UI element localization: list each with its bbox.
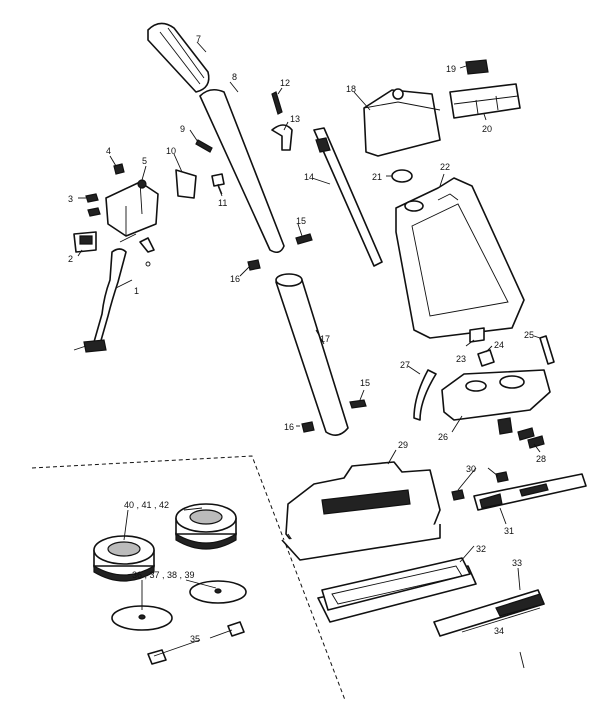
part-16-screw-upper bbox=[247, 259, 261, 271]
callout-12: 12 bbox=[280, 78, 290, 88]
part-17-lower-handle bbox=[275, 273, 349, 436]
part-16-screw-lower bbox=[301, 421, 315, 433]
callout-9: 9 bbox=[180, 124, 185, 134]
callout-28: 28 bbox=[536, 454, 546, 464]
callout-8: 8 bbox=[232, 72, 237, 82]
callout-22: 22 bbox=[440, 162, 450, 172]
callout-32: 32 bbox=[476, 544, 486, 554]
part-14-rod bbox=[313, 127, 383, 267]
brush-kit-boundary bbox=[31, 455, 346, 701]
callout-25: 25 bbox=[524, 330, 534, 340]
part-9-screw bbox=[195, 139, 213, 153]
callout-16-upper: 16 bbox=[230, 274, 240, 284]
callout-20: 20 bbox=[482, 124, 492, 134]
callout-10: 10 bbox=[166, 146, 176, 156]
callout-31: 31 bbox=[504, 526, 514, 536]
part-26-pump-housing bbox=[441, 369, 551, 435]
callout-29: 29 bbox=[398, 440, 408, 450]
callout-33: 33 bbox=[512, 558, 522, 568]
part-22-solution-tank bbox=[395, 177, 525, 339]
part-13-clip bbox=[271, 124, 293, 151]
callout-36-39: 36 , 37 , 38 , 39 bbox=[132, 570, 195, 580]
callout-19: 19 bbox=[446, 64, 456, 74]
part-40-brush-left bbox=[93, 535, 155, 582]
leader-lines bbox=[77, 65, 541, 669]
part-6-strain-relief bbox=[139, 237, 155, 267]
callout-30: 30 bbox=[466, 464, 476, 474]
callout-1: 1 bbox=[134, 286, 139, 296]
part-33-nozzle bbox=[433, 589, 545, 637]
part-10-bracket-plate bbox=[175, 169, 197, 199]
callout-18: 18 bbox=[346, 84, 356, 94]
part-18-tank-lid bbox=[363, 88, 441, 157]
part-31-trim-strip bbox=[473, 473, 587, 511]
part-15-screw-upper bbox=[295, 233, 313, 245]
part-19-label bbox=[465, 59, 489, 75]
callout-17: 17 bbox=[320, 334, 330, 344]
callout-35: 35 bbox=[190, 634, 200, 644]
callout-24: 24 bbox=[494, 340, 504, 350]
part-29-base-housing bbox=[281, 461, 441, 561]
callout-4: 4 bbox=[106, 146, 111, 156]
callout-11: 11 bbox=[218, 198, 227, 208]
part-24-valve bbox=[477, 349, 495, 367]
part-32-tray bbox=[317, 557, 477, 623]
part-1-power-cord bbox=[73, 233, 137, 353]
part-20-nameplate bbox=[449, 83, 521, 119]
part-37-pad-right bbox=[189, 580, 247, 604]
part-27-hose bbox=[413, 369, 437, 421]
callout-2: 2 bbox=[68, 254, 73, 264]
part-2-switch bbox=[73, 231, 97, 253]
part-11-nut bbox=[211, 173, 225, 197]
callout-21: 21 bbox=[372, 172, 382, 182]
callout-15-lower: 15 bbox=[360, 378, 370, 388]
part-3-screws bbox=[85, 193, 101, 217]
callout-16-lower: 16 bbox=[284, 422, 294, 432]
callout-5: 5 bbox=[142, 156, 147, 166]
part-30-screws bbox=[451, 471, 509, 501]
callout-labels: 1 2 3 4 5 7 8 9 10 11 12 13 14 15 15 16 … bbox=[68, 34, 546, 644]
callout-15-upper: 15 bbox=[296, 216, 306, 226]
callout-27: 27 bbox=[400, 360, 410, 370]
part-12-pin bbox=[271, 91, 283, 115]
part-8-upper-handle bbox=[199, 81, 285, 254]
part-23-fitting bbox=[469, 327, 485, 343]
callout-7: 7 bbox=[196, 34, 201, 44]
callout-3: 3 bbox=[68, 194, 73, 204]
callout-40-42: 40 , 41 , 42 bbox=[124, 500, 169, 510]
callout-23: 23 bbox=[456, 354, 466, 364]
part-7-handle-grip bbox=[147, 22, 210, 93]
part-41-brush-right bbox=[175, 503, 237, 550]
callout-34: 34 bbox=[494, 626, 504, 636]
part-21-cap bbox=[391, 169, 413, 183]
callout-26: 26 bbox=[438, 432, 448, 442]
part-5-switch-bracket bbox=[105, 179, 159, 237]
callout-14: 14 bbox=[304, 172, 314, 182]
part-25-pin bbox=[539, 335, 555, 365]
part-4-screw bbox=[113, 163, 125, 175]
callout-13: 13 bbox=[290, 114, 300, 124]
part-28-screws bbox=[517, 427, 545, 449]
part-15-screw-lower bbox=[349, 399, 367, 409]
